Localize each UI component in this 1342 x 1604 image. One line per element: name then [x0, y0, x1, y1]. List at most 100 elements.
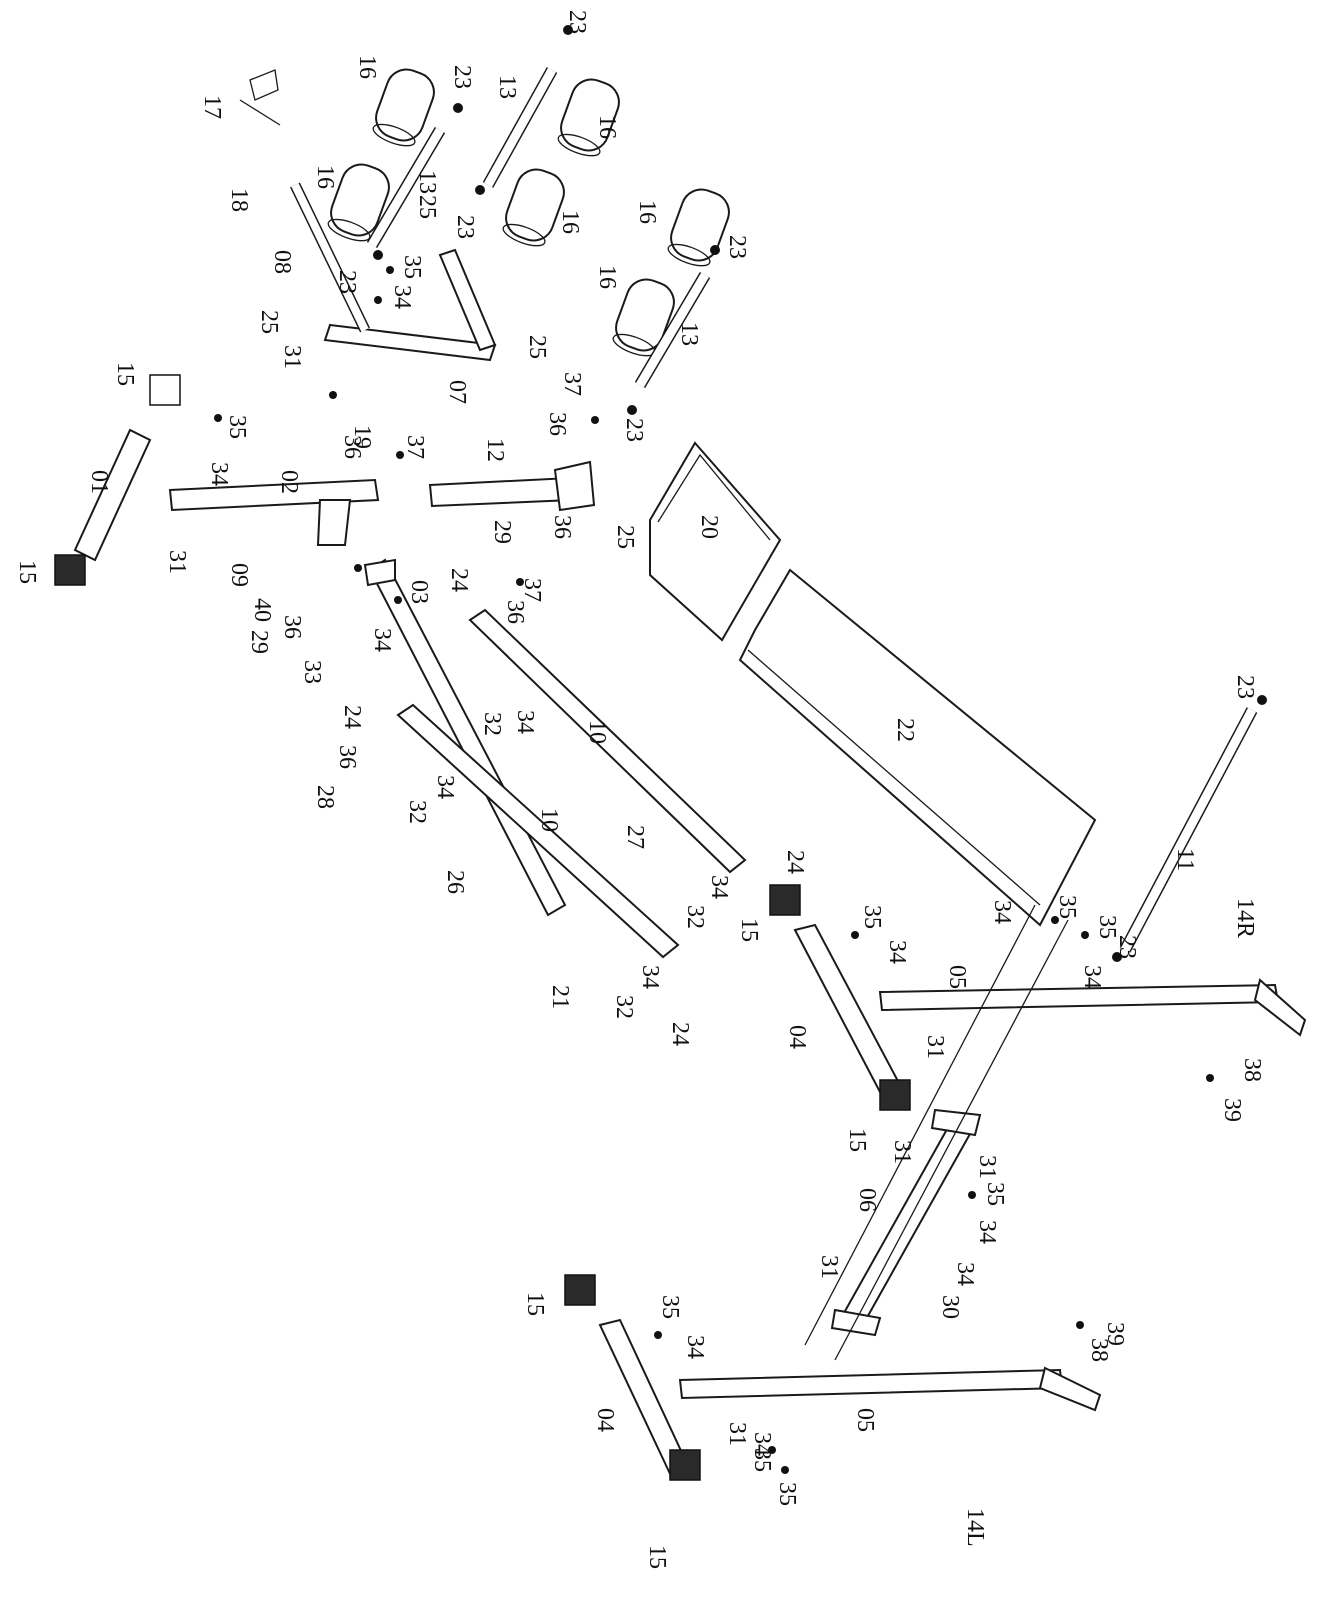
label-24c: 24 — [782, 850, 808, 874]
label-13b: 13 — [494, 75, 520, 99]
label-34f: 34 — [706, 875, 732, 899]
seat-post-12 — [428, 460, 596, 512]
label-15c: 15 — [736, 918, 762, 942]
label-34l: 34 — [952, 1262, 978, 1286]
label-15d: 15 — [844, 1128, 870, 1152]
label-16f: 16 — [594, 265, 620, 289]
label-07: 07 — [444, 380, 470, 404]
label-25c: 25 — [524, 335, 550, 359]
label-16a: 16 — [354, 55, 380, 79]
label-31d: 31 — [889, 1140, 915, 1164]
label-24b: 24 — [339, 705, 365, 729]
label-36c: 36 — [549, 515, 575, 539]
label-34k: 34 — [974, 1220, 1000, 1244]
label-20: 20 — [696, 515, 722, 539]
label-15e: 15 — [522, 1292, 548, 1316]
label-16e: 16 — [634, 200, 660, 224]
label-34e: 34 — [432, 775, 458, 799]
assembly-guide-lower — [804, 904, 1036, 1346]
label-34j: 34 — [1079, 965, 1105, 989]
label-14R: 14R — [1232, 898, 1258, 938]
label-35b: 35 — [399, 255, 425, 279]
label-35h: 35 — [749, 1448, 775, 1472]
label-23e: 23 — [724, 235, 750, 259]
label-35a: 35 — [224, 415, 250, 439]
frame-10-upper — [468, 608, 747, 874]
hardware-fasteners — [214, 25, 1267, 1474]
backrest-bar-11 — [1119, 707, 1258, 953]
label-23h: 23 — [1114, 935, 1140, 959]
label-37b: 37 — [402, 435, 428, 459]
roller-pads — [327, 68, 730, 357]
label-32a: 32 — [479, 712, 505, 736]
label-31e: 31 — [974, 1155, 1000, 1179]
label-25a: 25 — [414, 195, 440, 219]
rear-rail-05-upper — [878, 978, 1307, 1037]
label-35f: 35 — [982, 1182, 1008, 1206]
frame-03 — [363, 558, 567, 917]
label-37c: 37 — [519, 578, 545, 602]
label-36f: 36 — [334, 745, 360, 769]
label-36b: 36 — [339, 435, 365, 459]
label-16c: 16 — [312, 165, 338, 189]
label-40: 40 — [249, 598, 275, 622]
end-caps-15 — [54, 374, 911, 1481]
label-16d: 16 — [557, 210, 583, 234]
label-32c: 32 — [682, 905, 708, 929]
frame-10-lower — [396, 703, 680, 959]
label-32b: 32 — [404, 800, 430, 824]
label-39a: 39 — [1219, 1098, 1245, 1122]
label-31c: 31 — [922, 1035, 948, 1059]
label-24a: 24 — [446, 568, 472, 592]
label-26: 26 — [442, 870, 468, 894]
part-labels: 01 02 03 04 04 05 05 06 07 08 09 10 10 1… — [14, 10, 1265, 1569]
label-05b: 05 — [852, 1408, 878, 1432]
label-13c: 13 — [676, 322, 702, 346]
label-05a: 05 — [944, 965, 970, 989]
label-31f: 31 — [816, 1255, 842, 1279]
label-24d: 24 — [667, 1022, 693, 1046]
label-34h: 34 — [884, 940, 910, 964]
label-29b: 29 — [246, 630, 272, 654]
label-35c: 35 — [859, 905, 885, 929]
label-02: 02 — [276, 470, 302, 494]
label-18: 18 — [226, 188, 252, 212]
label-11: 11 — [1172, 848, 1198, 871]
label-34m: 34 — [682, 1335, 708, 1359]
label-36e: 36 — [279, 615, 305, 639]
label-03: 03 — [406, 580, 432, 604]
label-15a: 15 — [112, 362, 138, 386]
label-16b: 16 — [594, 115, 620, 139]
label-23c: 23 — [452, 215, 478, 239]
label-23a: 23 — [564, 10, 590, 34]
seat-pad-20 — [649, 441, 782, 642]
label-28: 28 — [312, 785, 338, 809]
label-06: 06 — [854, 1188, 880, 1212]
label-34g: 34 — [637, 965, 663, 989]
label-17: 17 — [199, 95, 225, 119]
label-34b: 34 — [389, 285, 415, 309]
label-23g: 23 — [1232, 675, 1258, 699]
label-25d: 25 — [612, 525, 638, 549]
label-04a: 04 — [784, 1025, 810, 1049]
label-15b: 15 — [14, 560, 40, 584]
label-35i: 35 — [774, 1482, 800, 1506]
label-34c: 34 — [369, 628, 395, 652]
label-35g: 35 — [657, 1295, 683, 1319]
label-35d: 35 — [1054, 895, 1080, 919]
label-23f: 23 — [621, 418, 647, 442]
label-34i: 34 — [989, 900, 1015, 924]
label-31b: 31 — [164, 550, 190, 574]
label-09: 09 — [226, 563, 252, 587]
label-10b: 10 — [536, 808, 562, 832]
label-22: 22 — [892, 718, 918, 742]
label-19: 19 — [349, 425, 375, 449]
label-39b: 39 — [1102, 1322, 1128, 1346]
label-34a: 34 — [206, 462, 232, 486]
front-upright-02 — [73, 428, 380, 562]
label-38b: 38 — [1086, 1338, 1112, 1362]
label-31a: 31 — [279, 345, 305, 369]
label-27: 27 — [622, 825, 648, 849]
label-08: 08 — [269, 250, 295, 274]
back-pad-22 — [738, 568, 1097, 927]
